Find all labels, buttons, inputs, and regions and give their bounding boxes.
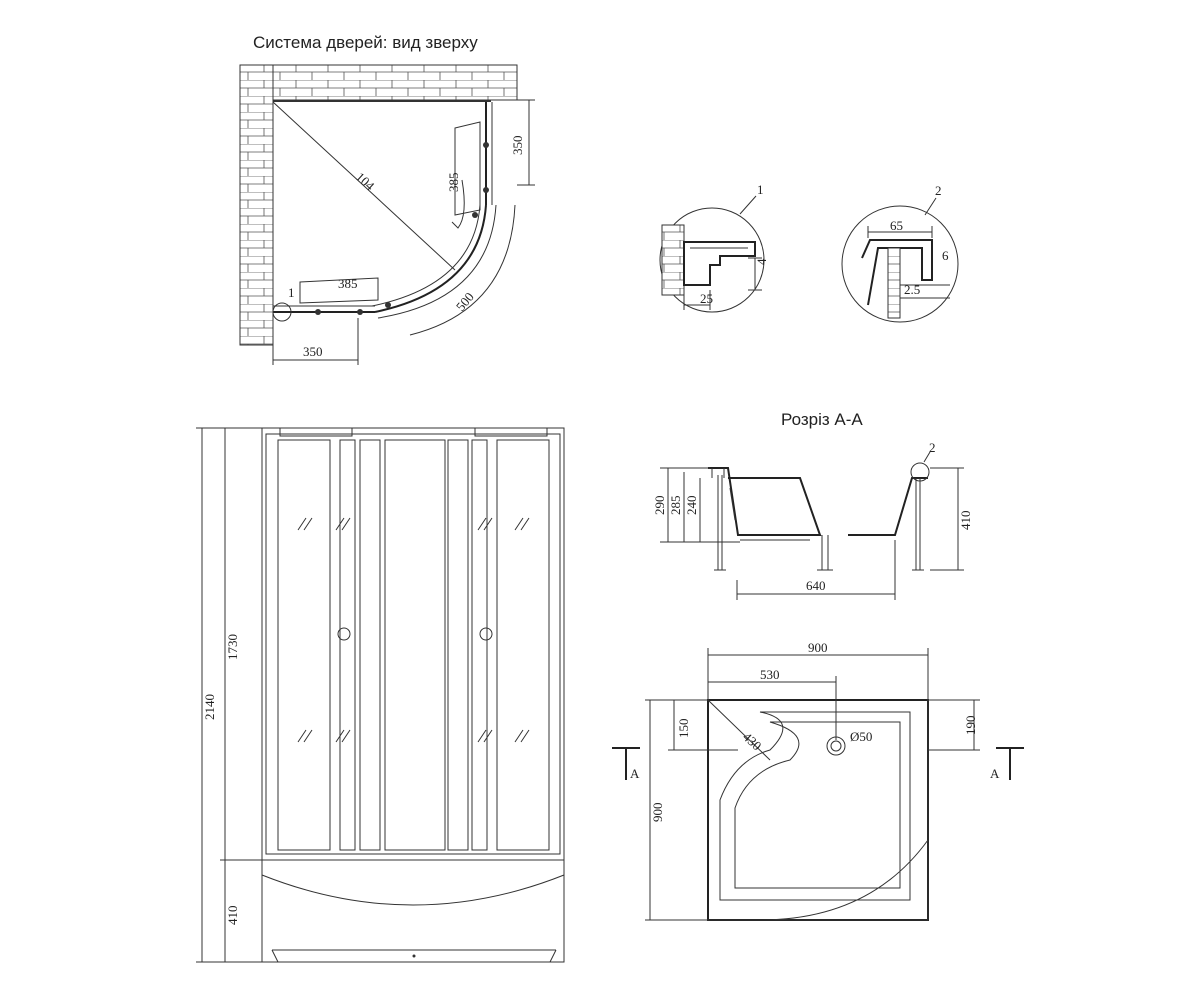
dim-410-front: 410 [225,906,240,926]
detail-2-dim-65: 65 [890,218,903,233]
dim-900-top: 900 [808,640,828,655]
dim-2140: 2140 [202,694,217,720]
dim-900-side: 900 [650,803,665,823]
dim-350-right: 350 [510,136,525,156]
detail-1: 1 25 4 [659,182,769,313]
top-view: 350 350 104 385 385 500 1 [239,64,535,365]
dim-190: 190 [963,716,978,736]
section-callout-2: 2 [929,440,936,455]
detail-1-dim-25: 25 [700,291,713,306]
dim-290: 290 [652,496,667,516]
dim-500: 500 [453,289,477,314]
section-mark-left: A [630,766,640,781]
dim-430: 430 [740,729,765,753]
detail-2-dim-2-5: 2.5 [904,282,920,297]
detail-2-label: 2 [935,183,942,198]
dim-410-section: 410 [958,511,973,531]
dim-285: 285 [668,496,683,516]
detail-2: 2 65 6 2.5 [841,183,959,323]
detail-2-dim-6: 6 [942,248,949,263]
detail-1-label: 1 [757,182,764,197]
dim-530: 530 [760,667,780,682]
dim-350-bottom: 350 [303,344,323,359]
dim-drain: Ø50 [850,729,872,744]
dim-385-side: 385 [446,173,461,193]
front-view: 2140 1730 410 [196,427,565,963]
tray-top-view: 900 530 150 430 Ø50 190 900 A A [612,640,1024,921]
dim-150: 150 [676,719,691,739]
dim-1730: 1730 [225,634,240,660]
top-view-title: Система дверей: вид зверху [253,33,478,52]
dim-240: 240 [684,496,699,516]
section-aa: 2 290 285 240 410 640 [652,440,973,600]
dim-104: 104 [353,169,378,194]
wall-top-bricks [239,64,518,101]
section-title: Розріз А-А [781,410,863,429]
section-mark-right: A [990,766,1000,781]
dim-640: 640 [806,578,826,593]
dim-385-bottom: 385 [338,276,358,291]
wall-left-bricks [239,64,274,346]
detail-1-dim-4: 4 [754,258,769,265]
callout-1: 1 [288,285,295,300]
